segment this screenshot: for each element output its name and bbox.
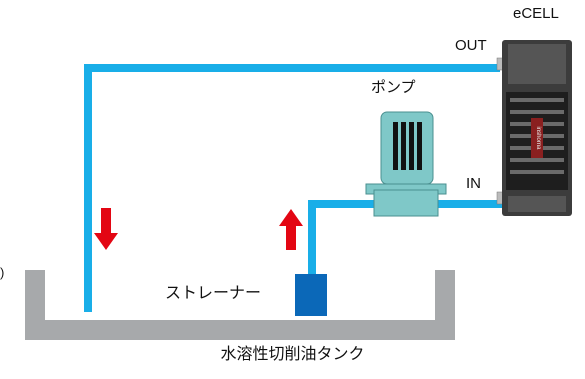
out-label: OUT (455, 37, 487, 54)
pump (365, 111, 447, 217)
return-pipe (84, 64, 500, 312)
ecell-unit: inshorna (496, 40, 572, 216)
strainer (295, 274, 327, 316)
ecell-label: eCELL (513, 5, 559, 22)
ecell-logo: inshorna (535, 126, 541, 150)
in-label: IN (466, 175, 481, 192)
pump-label: ポンプ (371, 79, 416, 96)
tank-label: 水溶性切削油タンク (220, 346, 365, 363)
strainer-label: ストレーナー (165, 285, 262, 302)
edge-fragment: ) (0, 265, 5, 280)
up-arrow-icon (279, 209, 303, 250)
down-arrow-icon (94, 208, 118, 250)
supply-pipe (308, 200, 505, 280)
tank (25, 270, 455, 340)
